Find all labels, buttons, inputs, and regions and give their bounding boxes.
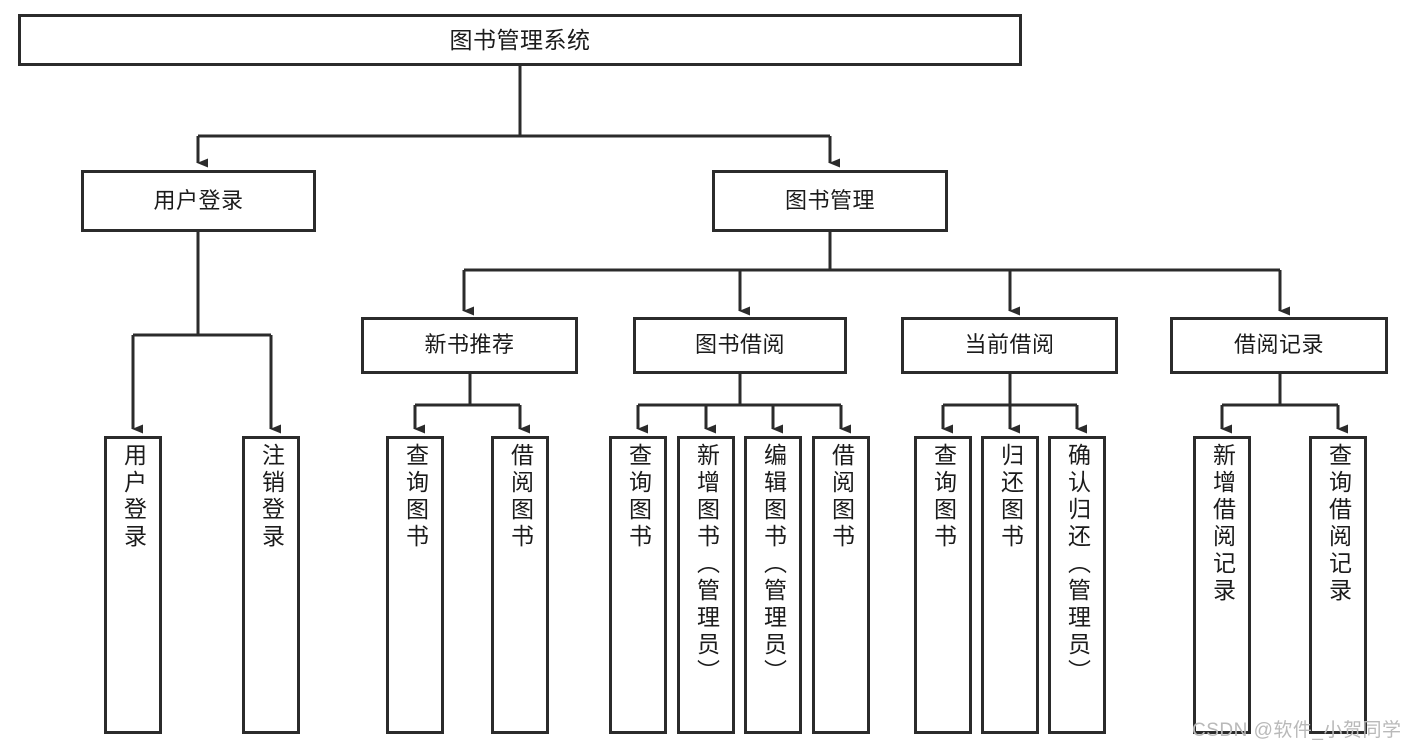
node-label: 用户登录 bbox=[120, 443, 147, 551]
node-label: 借阅图书 bbox=[507, 443, 534, 551]
node-label: 用户登录 bbox=[153, 187, 244, 213]
node-current-borrowing[interactable]: 当前借阅 bbox=[901, 317, 1118, 374]
node-label: 当前借阅 bbox=[964, 332, 1055, 358]
node-label: 查询图书 bbox=[930, 443, 957, 551]
node-label: 图书管理系统 bbox=[449, 26, 591, 53]
leaf-user-logout[interactable]: 注销登录 bbox=[242, 436, 300, 734]
leaf-user-login[interactable]: 用户登录 bbox=[104, 436, 162, 734]
leaf-borrowing-query-book[interactable]: 查询图书 bbox=[609, 436, 667, 734]
node-label: 查询图书 bbox=[625, 443, 652, 551]
node-label: 借阅图书 bbox=[828, 443, 855, 551]
leaf-recommendation-borrow-book[interactable]: 借阅图书 bbox=[491, 436, 549, 734]
node-label: 查询图书 bbox=[402, 443, 429, 551]
leaf-record-add-borrow-record[interactable]: 新增借阅记录 bbox=[1193, 436, 1251, 734]
node-user-login[interactable]: 用户登录 bbox=[81, 170, 316, 232]
node-label: 图书借阅 bbox=[694, 332, 785, 358]
leaf-current-query-book[interactable]: 查询图书 bbox=[914, 436, 972, 734]
leaf-recommendation-query-book[interactable]: 查询图书 bbox=[386, 436, 444, 734]
node-book-borrowing[interactable]: 图书借阅 bbox=[633, 317, 847, 374]
leaf-borrowing-add-book-admin[interactable]: 新增图书（管理员） bbox=[677, 436, 735, 734]
node-label: 注销登录 bbox=[258, 443, 285, 551]
node-borrowing-record[interactable]: 借阅记录 bbox=[1170, 317, 1388, 374]
node-label: 归还图书 bbox=[997, 443, 1024, 551]
leaf-record-query-borrow-record[interactable]: 查询借阅记录 bbox=[1309, 436, 1367, 734]
node-label: 新书推荐 bbox=[424, 332, 515, 358]
node-new-book-recommendation[interactable]: 新书推荐 bbox=[361, 317, 578, 374]
leaf-borrowing-borrow-book[interactable]: 借阅图书 bbox=[812, 436, 870, 734]
leaf-current-return-book[interactable]: 归还图书 bbox=[981, 436, 1039, 734]
node-label: 新增借阅记录 bbox=[1209, 443, 1236, 605]
node-label: 编辑图书（管理员） bbox=[760, 443, 787, 686]
csdn-watermark: CSDN @软件_小贺同学 bbox=[1192, 720, 1402, 741]
leaf-borrowing-edit-book-admin[interactable]: 编辑图书（管理员） bbox=[744, 436, 802, 734]
node-label: 新增图书（管理员） bbox=[693, 443, 720, 686]
node-label: 查询借阅记录 bbox=[1325, 443, 1352, 605]
node-root-book-management-system[interactable]: 图书管理系统 bbox=[18, 14, 1022, 66]
node-label: 借阅记录 bbox=[1233, 332, 1324, 358]
node-book-management[interactable]: 图书管理 bbox=[712, 170, 948, 232]
leaf-current-confirm-return-admin[interactable]: 确认归还（管理员） bbox=[1048, 436, 1106, 734]
node-label: 图书管理 bbox=[784, 187, 875, 213]
node-label: 确认归还（管理员） bbox=[1064, 443, 1091, 686]
